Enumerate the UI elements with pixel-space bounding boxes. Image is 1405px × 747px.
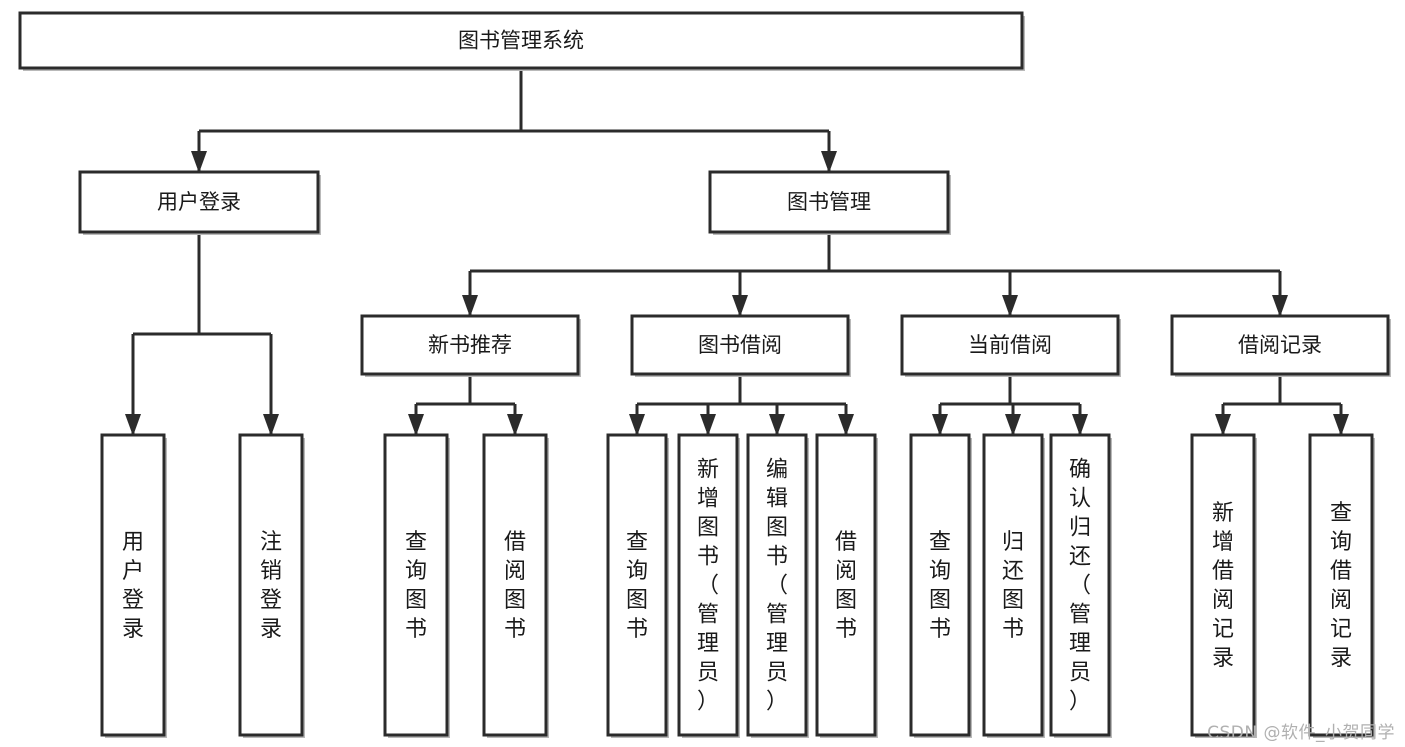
edge-arrowhead [932,414,948,436]
node-n4[interactable]: 图书借阅 [630,314,851,377]
node-box[interactable] [746,433,808,737]
node-label: 用户登录 [157,190,241,214]
node-n3[interactable]: 新书推荐 [360,314,581,377]
node-label: 归还图书 [1002,530,1024,642]
node-n2[interactable]: 图书管理 [708,170,951,235]
edge-arrowhead [507,414,523,436]
edge-arrowhead [191,151,207,173]
node-label: 查询借阅记录 [1330,501,1352,671]
node-box[interactable] [677,433,739,737]
edge-arrowhead [1272,295,1288,317]
edge-group-n1 [125,232,279,436]
edge-group-n2 [462,232,1288,317]
node-n18[interactable]: 新增借阅记录 [1190,433,1257,738]
node-box[interactable] [1170,314,1390,376]
node-n6[interactable]: 借阅记录 [1170,314,1391,377]
edge-arrowhead [769,414,785,436]
edges-layer [125,68,1349,436]
edge-group-n4 [629,374,854,436]
node-label: 查询图书 [405,530,427,642]
edge-arrowhead [1072,414,1088,436]
node-n13[interactable]: 编辑图书（管理员） [746,433,809,738]
edge-arrowhead [700,414,716,436]
node-label: 图书管理 [787,190,871,214]
node-box[interactable] [360,314,580,376]
node-n9[interactable]: 查询图书 [383,433,450,738]
nodes-layer: 图书管理系统用户登录图书管理新书推荐图书借阅当前借阅借阅记录用户登录注销登录查询… [18,11,1391,738]
node-label: 注销登录 [260,530,282,642]
node-box[interactable] [982,433,1044,737]
node-n1[interactable]: 用户登录 [78,170,321,235]
node-n16[interactable]: 归还图书 [982,433,1045,738]
node-label: 当前借阅 [968,333,1052,357]
node-box[interactable] [482,433,548,737]
node-box[interactable] [630,314,850,376]
node-box[interactable] [78,170,320,234]
node-box[interactable] [383,433,449,737]
edge-group-n0 [191,68,837,173]
node-box[interactable] [815,433,877,737]
node-box[interactable] [909,433,971,737]
edge-arrowhead [1333,414,1349,436]
node-label: 编辑图书（管理员） [766,458,788,715]
node-box[interactable] [708,170,950,234]
node-label: 新增图书（管理员） [697,458,719,715]
node-label: 用户登录 [122,530,144,642]
node-box[interactable] [1049,433,1111,737]
edge-arrowhead [1215,414,1231,436]
node-n0[interactable]: 图书管理系统 [18,11,1025,71]
node-label: 查询图书 [929,530,951,642]
node-n5[interactable]: 当前借阅 [900,314,1121,377]
node-box[interactable] [900,314,1120,376]
node-n8[interactable]: 注销登录 [238,433,305,738]
edge-arrowhead [1002,295,1018,317]
edge-arrowhead [125,414,141,436]
node-label: 借阅图书 [835,530,857,642]
node-n11[interactable]: 查询图书 [606,433,669,738]
node-n14[interactable]: 借阅图书 [815,433,878,738]
node-box[interactable] [18,11,1024,70]
edge-arrowhead [838,414,854,436]
edge-arrowhead [629,414,645,436]
node-n17[interactable]: 确认归还（管理员） [1049,433,1112,738]
edge-arrowhead [1005,414,1021,436]
edge-group-n3 [408,374,523,436]
node-label: 借阅图书 [504,530,526,642]
edge-arrowhead [462,295,478,317]
edge-arrowhead [408,414,424,436]
node-n19[interactable]: 查询借阅记录 [1308,433,1375,738]
node-label: 确认归还（管理员） [1069,458,1091,715]
node-label: 查询图书 [626,530,648,642]
edge-arrowhead [821,151,837,173]
node-n7[interactable]: 用户登录 [100,433,167,738]
node-box[interactable] [606,433,668,737]
node-box[interactable] [1308,433,1374,737]
edge-arrowhead [263,414,279,436]
edge-group-n5 [932,374,1088,436]
node-box[interactable] [100,433,166,737]
node-label: 图书管理系统 [458,29,584,53]
node-box[interactable] [238,433,304,737]
node-box[interactable] [1190,433,1256,737]
node-label: 新增借阅记录 [1212,501,1234,671]
node-n12[interactable]: 新增图书（管理员） [677,433,740,738]
node-label: 图书借阅 [698,333,782,357]
edge-arrowhead [732,295,748,317]
node-label: 借阅记录 [1238,333,1322,357]
csdn-watermark: CSDN @软件_小贺同学 [1207,723,1395,743]
node-n10[interactable]: 借阅图书 [482,433,549,738]
edge-group-n6 [1215,374,1349,436]
node-n15[interactable]: 查询图书 [909,433,972,738]
node-label: 新书推荐 [428,333,512,357]
